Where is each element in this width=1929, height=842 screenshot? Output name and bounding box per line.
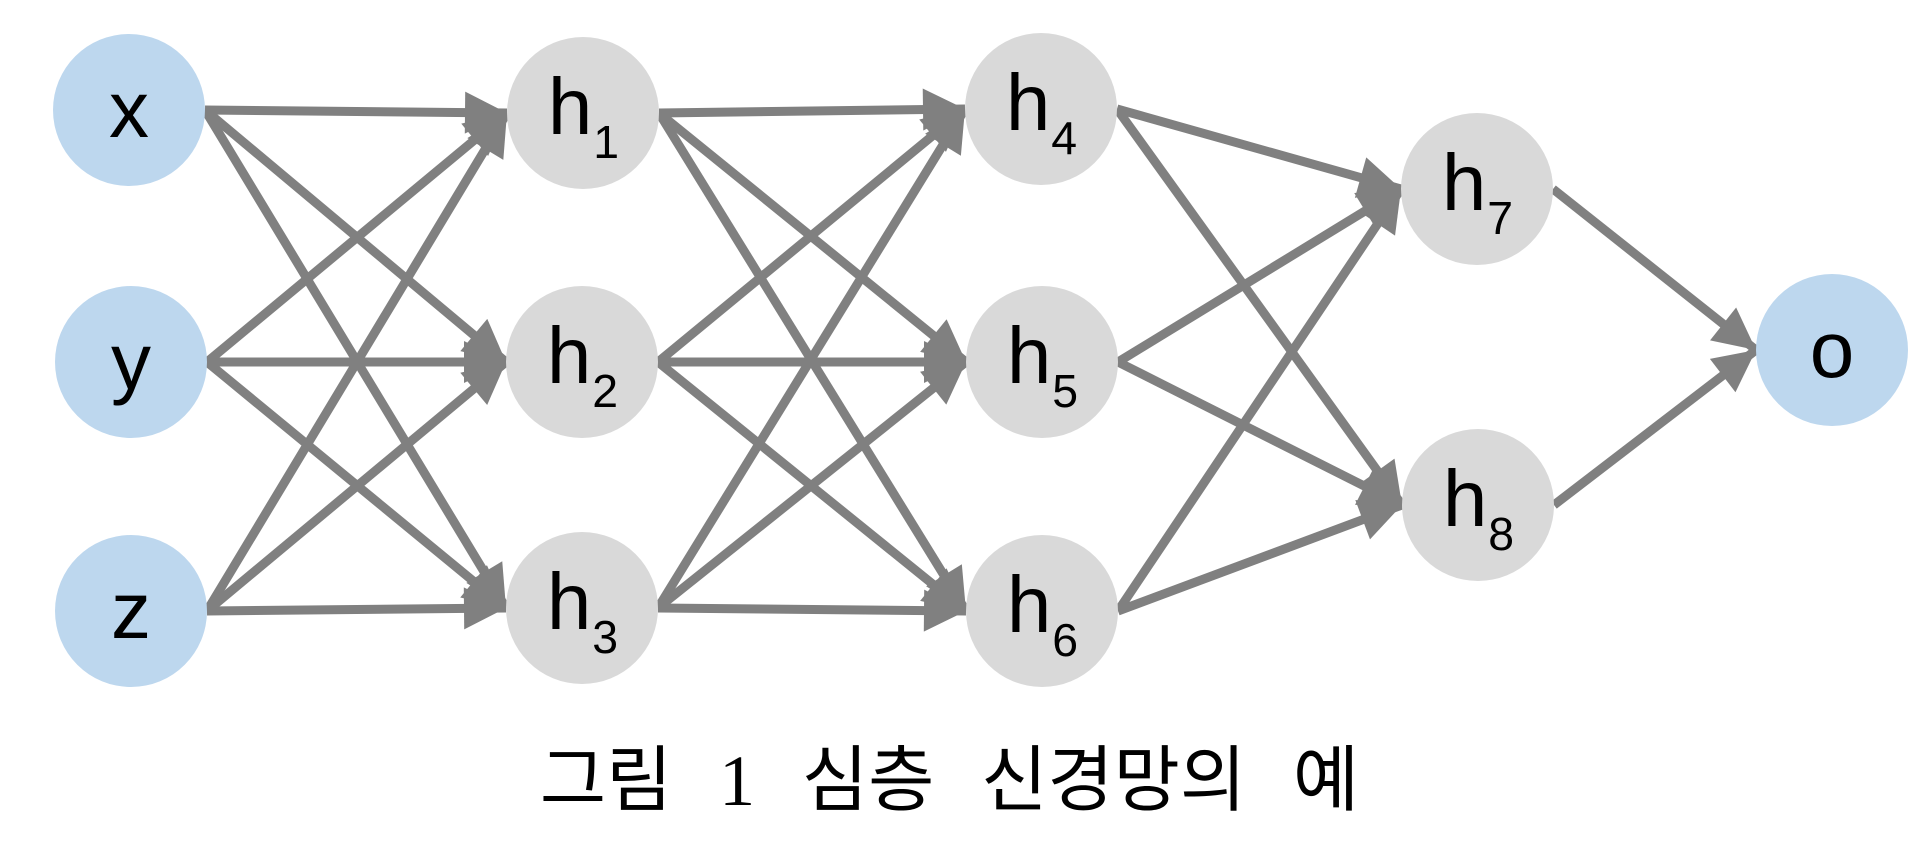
node-label-y: y — [111, 317, 151, 406]
node-label-subscript-h6: 6 — [1052, 613, 1079, 666]
edge-h3-h5 — [655, 358, 969, 612]
edge-h4-h7 — [1115, 104, 1403, 198]
node-label-h8: h8 — [1442, 454, 1515, 560]
node-y: y — [55, 286, 207, 438]
node-x: x — [53, 34, 205, 186]
edge-h3-h4 — [654, 106, 969, 611]
node-label-subscript-h7: 7 — [1487, 191, 1514, 244]
edge-group — [201, 88, 1759, 632]
node-h6: h6 — [966, 535, 1118, 687]
node-label-h2: h2 — [546, 311, 619, 417]
node-label-x: x — [109, 65, 149, 154]
edge-h2-h4 — [655, 105, 968, 366]
node-h4: h4 — [965, 33, 1117, 185]
node-h8: h8 — [1402, 429, 1554, 581]
edge-z-h2 — [204, 358, 509, 615]
edge-h7-o — [1550, 185, 1759, 354]
node-label-h4: h4 — [1005, 58, 1078, 164]
edge-h5-h7 — [1115, 185, 1404, 366]
node-label-subscript-h4: 4 — [1051, 111, 1078, 164]
edge-x-h1 — [204, 91, 508, 134]
node-h2: h2 — [506, 286, 658, 438]
node-label-subscript-h2: 2 — [592, 364, 619, 417]
edge-y-h1 — [204, 109, 510, 366]
node-label-subscript-h1: 1 — [593, 115, 620, 168]
node-label-h7: h7 — [1441, 138, 1514, 244]
node-label-h1: h1 — [547, 62, 620, 168]
edge-z-h1 — [203, 110, 511, 614]
node-h3: h3 — [506, 532, 658, 684]
node-label-subscript-h8: 8 — [1488, 507, 1515, 560]
node-label-h5: h5 — [1006, 311, 1079, 417]
node-h7: h7 — [1401, 113, 1553, 265]
edge-h6-h7 — [1114, 186, 1405, 614]
edge-h4-h8 — [1113, 106, 1406, 508]
node-h1: h1 — [507, 37, 659, 189]
edge-h1-h4 — [658, 88, 966, 131]
edge-h5-h8 — [1115, 357, 1405, 510]
edge-h8-o — [1551, 346, 1759, 509]
node-z: z — [55, 535, 207, 687]
node-label-subscript-h5: 5 — [1052, 364, 1079, 417]
node-label-o: o — [1809, 305, 1855, 394]
edge-h6-h8 — [1116, 500, 1404, 616]
node-label-h6: h6 — [1006, 560, 1079, 666]
edge-z-h3 — [206, 587, 507, 630]
node-o: o — [1756, 274, 1908, 426]
node-label-h3: h3 — [546, 557, 619, 663]
node-h5: h5 — [966, 286, 1118, 438]
node-label-subscript-h3: 3 — [592, 610, 619, 663]
node-label-z: z — [111, 566, 151, 655]
edge-h3-h6 — [657, 589, 967, 632]
figure-caption: 그림 1 심층 신경망의 예 — [539, 741, 1360, 821]
